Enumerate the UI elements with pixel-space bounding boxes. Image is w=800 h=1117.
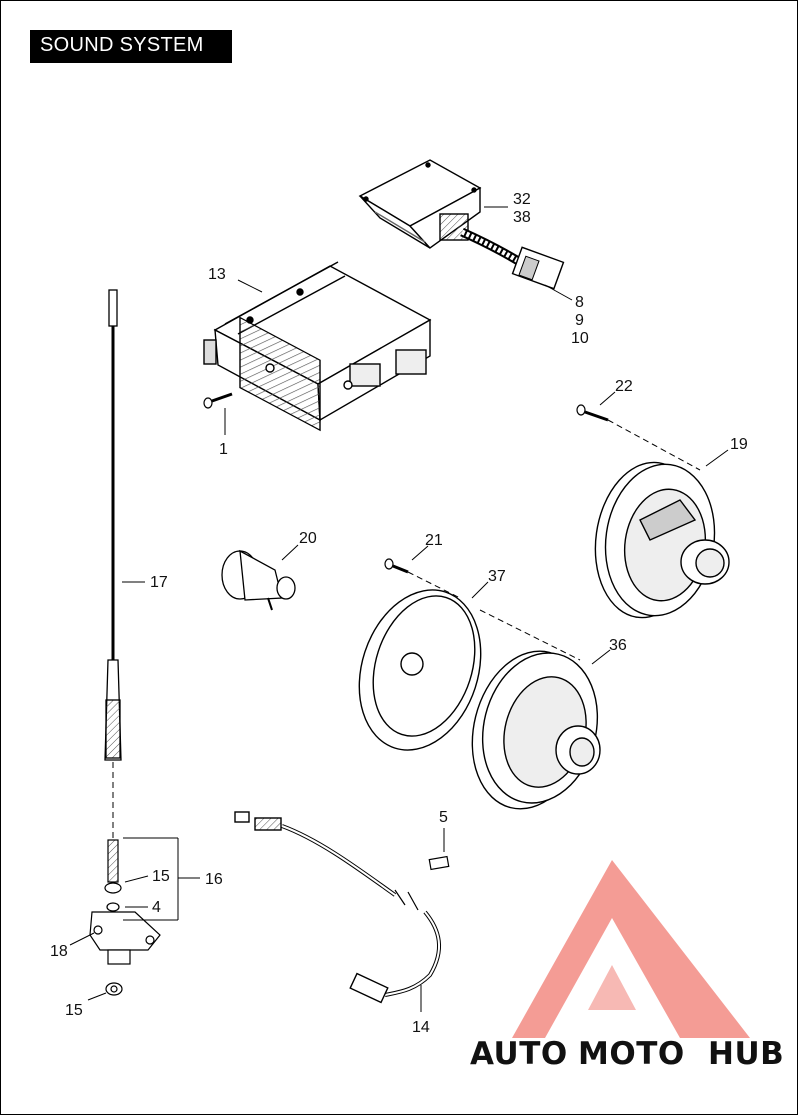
callout-13: 13 xyxy=(208,266,226,283)
callout-8: 8 xyxy=(575,294,584,311)
callout-1: 1 xyxy=(219,441,228,458)
callout-18: 18 xyxy=(50,943,68,960)
callout-5: 5 xyxy=(439,809,448,826)
callout-36: 36 xyxy=(609,637,627,654)
callout-22: 22 xyxy=(615,378,633,395)
callout-10: 10 xyxy=(571,330,589,347)
screw-part-1 xyxy=(203,392,233,409)
callout-9: 9 xyxy=(575,312,584,329)
watermark-text: AUTO MOTO HUB xyxy=(470,1036,784,1072)
amplifier-harness xyxy=(460,227,565,290)
callout-17: 17 xyxy=(150,574,168,591)
speaker-part-36 xyxy=(471,650,601,810)
callout-19: 19 xyxy=(730,436,748,453)
amplifier-module xyxy=(358,159,482,249)
callout-labels: 1 13 32 38 8 9 10 22 19 20 21 37 36 17 5… xyxy=(50,191,748,1036)
callout-32: 32 xyxy=(513,191,531,208)
clip-part-5 xyxy=(428,855,450,871)
callout-20: 20 xyxy=(299,530,317,547)
callout-15-upper: 15 xyxy=(152,868,170,885)
screw-part-22 xyxy=(576,404,701,471)
antenna-base xyxy=(89,839,161,996)
screw-part-21 xyxy=(384,558,461,599)
tweeter-part-20 xyxy=(221,549,296,611)
callout-4: 4 xyxy=(152,899,161,916)
speaker-part-19 xyxy=(594,461,730,619)
watermark-logo xyxy=(512,860,750,1038)
callout-37: 37 xyxy=(488,568,506,585)
watermark-text-hub: HUB xyxy=(708,1036,784,1072)
callout-21: 21 xyxy=(425,532,443,549)
page-title: SOUND SYSTEM xyxy=(30,30,232,63)
antenna-cable xyxy=(234,811,442,1004)
radio-head-unit xyxy=(203,261,432,432)
watermark-text-auto: AUTO xyxy=(470,1036,568,1072)
callout-14: 14 xyxy=(412,1019,430,1036)
callout-15-lower: 15 xyxy=(65,1002,83,1019)
callout-38: 38 xyxy=(513,209,531,226)
callout-16: 16 xyxy=(205,871,223,888)
watermark-text-moto: MOTO xyxy=(578,1036,685,1072)
leader-lines xyxy=(69,206,729,1012)
trim-ring-part-37 xyxy=(358,589,581,751)
antenna-mast xyxy=(104,289,122,838)
